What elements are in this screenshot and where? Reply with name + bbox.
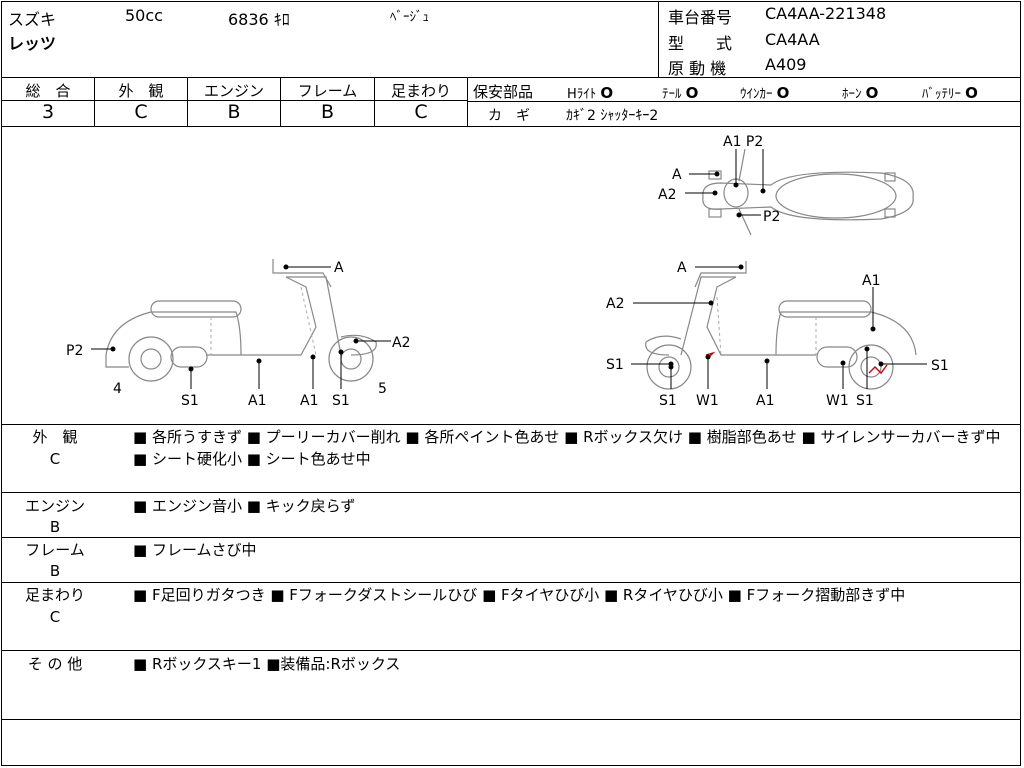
section-divider <box>1 582 1021 583</box>
grade-suspension-label: 足まわり <box>390 82 451 100</box>
section-other-title: そ の 他 <box>27 655 83 673</box>
section-frame-text: ■ フレームさび中 <box>133 541 257 559</box>
grade-frame-value: B <box>320 101 335 123</box>
color: ﾍﾞｰｼﾞｭ <box>390 10 429 25</box>
safety-item-horn: ﾎｰﾝ O <box>842 84 879 102</box>
maker-name: スズキ <box>8 10 57 29</box>
section-engine-title: エンジン <box>24 497 85 515</box>
section-frame-grade: B <box>49 562 61 580</box>
section-other-text: ■ Rボックスキー1 ■装備品:Rボックス <box>133 655 401 673</box>
keys-value: ｶｷﾞ2 ｼｬｯﾀｰｷｰ2 <box>566 108 659 124</box>
safety-item-winker: ｳｲﾝｶｰ O <box>740 84 790 102</box>
chassis-value: CA4AA-221348 <box>765 4 887 23</box>
label-top-a2: A2 <box>658 187 676 203</box>
label-left-a: A <box>334 260 344 276</box>
section-divider <box>1 492 1021 493</box>
grade-divider <box>280 77 281 126</box>
label-left-a2: A2 <box>392 335 410 351</box>
grade-suspension-value: C <box>414 101 428 123</box>
scooter-diagram: A1 P2 A A2 P2 A A2 P2 4 S1 A1 A1 S1 5 A … <box>66 134 949 409</box>
label-left-4: 4 <box>113 381 122 397</box>
label-right-w1: W1 <box>696 393 719 409</box>
safety-item-headlight: Hﾗｲﾄ O <box>567 84 614 102</box>
safety-mid-line <box>467 101 1021 102</box>
mileage: 6836 ｷﾛ <box>228 10 290 29</box>
header-divider <box>658 1 659 77</box>
grade-exterior-label: 外 観 <box>118 82 164 100</box>
grade-divider <box>187 77 188 126</box>
label-left-5: 5 <box>378 381 387 397</box>
label-right-s1: S1 <box>606 357 624 373</box>
section-divider <box>1 650 1021 651</box>
label-right-s1c: S1 <box>659 393 677 409</box>
label-right-a2: A2 <box>606 296 624 312</box>
label-top-a: A <box>672 167 682 183</box>
grade-overall-label: 総 合 <box>25 82 71 100</box>
label-left-a1b: A1 <box>300 393 318 409</box>
label-left-s1b: S1 <box>332 393 350 409</box>
label-left-a1: A1 <box>248 393 266 409</box>
section-divider <box>1 719 1021 720</box>
grade-exterior-value: C <box>134 101 148 123</box>
section-exterior-title: 外 観 <box>32 428 78 446</box>
displacement: 50cc <box>125 6 163 25</box>
section-suspension-grade: C <box>49 608 61 626</box>
label-left-s1: S1 <box>181 393 199 409</box>
section-exterior-grade: C <box>49 450 61 468</box>
section-engine-text: ■ エンジン音小 ■ キック戻らず <box>133 497 356 515</box>
grade-bottom-line <box>1 126 1021 127</box>
safety-item-tail: ﾃｰﾙ O <box>662 84 699 102</box>
label-right-s1b: S1 <box>931 358 949 374</box>
label-right-a1b: A1 <box>756 393 774 409</box>
safety-item-battery: ﾊﾞｯﾃﾘｰ O <box>922 84 978 102</box>
header-bottom-line <box>1 77 1021 78</box>
label-top-p2: P2 <box>763 209 780 225</box>
section-suspension-title: 足まわり <box>24 586 85 604</box>
section-exterior-text: ■ 各所うすきず ■ プーリーカバー削れ ■ 各所ペイント色あせ ■ Rボックス… <box>133 428 1001 468</box>
engine-value: A409 <box>765 55 807 74</box>
label-right-a: A <box>677 260 687 276</box>
section-divider <box>1 537 1021 538</box>
grade-divider <box>94 77 95 126</box>
grade-mid-line <box>1 100 467 101</box>
section-suspension-text: ■ F足回りガタつき ■ Fフォークダストシールひび ■ Fタイヤひび小 ■ R… <box>133 586 906 604</box>
engine-label: 原 動 機 <box>668 59 727 78</box>
grade-engine-label: エンジン <box>203 82 264 100</box>
grade-overall-value: 3 <box>41 101 55 123</box>
grade-engine-value: B <box>227 101 241 123</box>
label-top-a1-p2: A1 P2 <box>723 134 763 150</box>
section-engine-grade: B <box>49 518 61 536</box>
model-name: レッツ <box>8 34 57 53</box>
label-right-s1d: S1 <box>856 393 874 409</box>
grade-divider <box>374 77 375 126</box>
section-frame-title: フレーム <box>25 541 85 559</box>
chassis-label: 車台番号 <box>668 8 733 27</box>
type-label: 型 式 <box>668 34 733 53</box>
keys-label: カ ギ <box>488 108 530 124</box>
type-value: CA4AA <box>765 30 820 49</box>
label-right-w1b: W1 <box>826 393 849 409</box>
label-left-p2: P2 <box>66 343 83 359</box>
grade-frame-label: フレーム <box>297 82 358 100</box>
safety-label: 保安部品 <box>473 83 534 101</box>
diagram-bottom-line <box>1 424 1021 425</box>
label-right-a1: A1 <box>862 273 880 289</box>
